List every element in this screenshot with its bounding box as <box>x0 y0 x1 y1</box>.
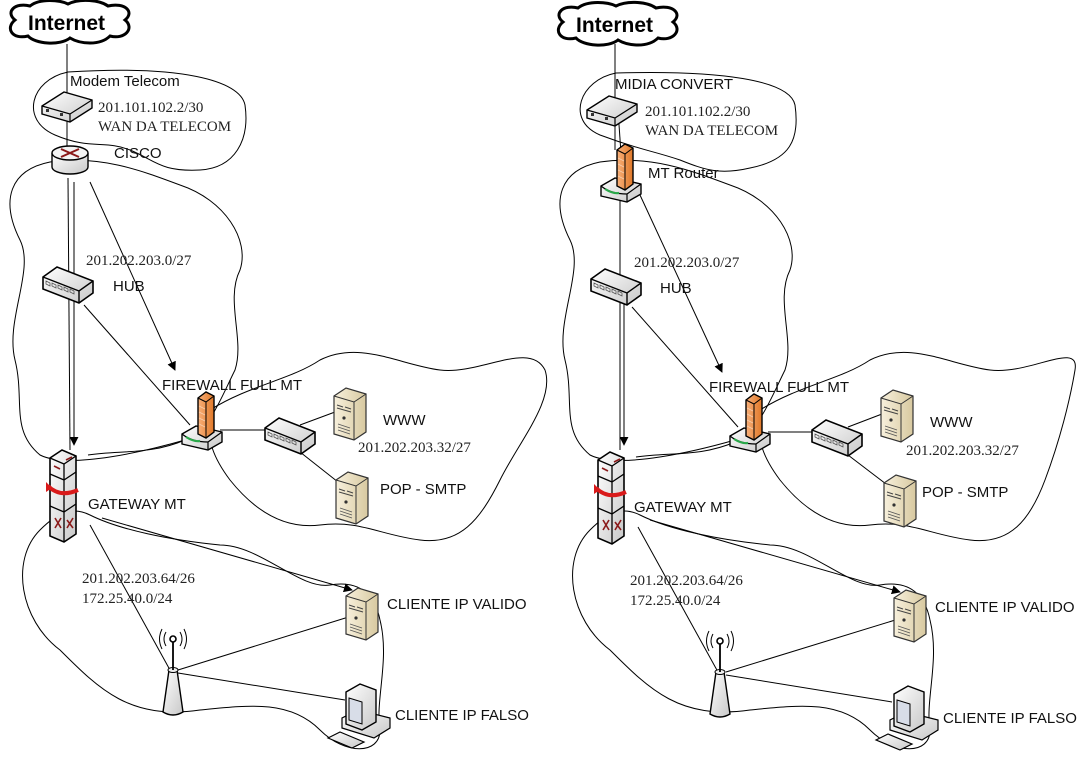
pop-smtp-label: POP - SMTP <box>922 484 1008 501</box>
internet-cloud-icon <box>557 0 679 47</box>
hub-subnet: 201.202.203.0/27 <box>86 253 192 269</box>
www-server-icon <box>880 389 914 443</box>
gateway-subnet-2: 172.25.40.0/24 <box>630 593 721 609</box>
link-gateway-firewall <box>635 441 736 458</box>
www-server-icon <box>333 387 367 441</box>
link-cisco-gateway-a <box>67 177 71 451</box>
dmz-subnet: 201.202.203.32/27 <box>358 440 471 456</box>
gateway-label: GATEWAY MT <box>634 499 732 516</box>
hub-subnet: 201.202.203.0/27 <box>634 255 740 271</box>
link-ap-cliente-valido <box>725 616 906 673</box>
link-router-firewall <box>639 194 723 373</box>
cliente-valido-icon <box>893 589 927 643</box>
modem-ip: 201.101.102.2/30 <box>645 104 750 120</box>
link-ap-cliente-falso <box>725 674 893 703</box>
link-gateway-ap <box>89 524 171 671</box>
internet-cloud-icon <box>9 0 131 45</box>
media-converter-icon <box>586 95 638 127</box>
wireless-ap-icon <box>158 628 188 716</box>
gateway-label: GATEWAY MT <box>88 496 186 513</box>
gateway-subnet-2: 172.25.40.0/24 <box>82 591 173 607</box>
link-gateway-cliente <box>101 517 353 593</box>
wireless-ap-icon <box>705 630 735 718</box>
modem-icon <box>41 91 93 123</box>
modem-desc: WAN DA TELECOM <box>98 119 231 135</box>
link-switch-www <box>847 413 883 428</box>
cliente-falso-icon <box>875 685 939 751</box>
link-gateway-cliente <box>649 519 901 595</box>
hub-label: HUB <box>660 280 692 297</box>
gateway-icon <box>44 448 80 544</box>
zone-dmz <box>758 351 1076 542</box>
gateway-icon <box>592 450 628 546</box>
router-label: CISCO <box>114 145 162 162</box>
diagram-left: Internet Modem Telecom 201.101.102.2/30 … <box>9 0 548 750</box>
pop-smtp-server-icon <box>335 471 369 525</box>
dmz-switch-icon <box>264 417 316 455</box>
link-ap-cliente-falso <box>177 672 346 701</box>
link-cisco-firewall <box>89 181 176 371</box>
link-gateway-firewall <box>87 439 186 456</box>
cliente-valido-label: CLIENTE IP VALIDO <box>935 599 1075 616</box>
firewall-icon <box>180 390 224 452</box>
link-gateway-ap <box>637 526 719 673</box>
gateway-subnet-1: 201.202.203.64/26 <box>630 573 743 589</box>
dmz-subnet: 201.202.203.32/27 <box>906 443 1019 459</box>
gateway-subnet-1: 201.202.203.64/26 <box>82 571 195 587</box>
link-switch-pop <box>847 454 887 485</box>
firewall-icon <box>728 392 772 454</box>
www-label: WWW <box>383 412 426 429</box>
link-switch-www <box>299 411 336 426</box>
cliente-falso-label: CLIENTE IP FALSO <box>943 710 1077 727</box>
www-label: WWW <box>930 414 973 431</box>
firewall-label: FIREWALL FULL MT <box>162 377 302 394</box>
mt-router-icon <box>599 142 643 204</box>
zone-wan <box>579 71 797 172</box>
hub-icon <box>590 268 642 306</box>
zone-wan <box>33 69 247 171</box>
hub-label: HUB <box>113 278 145 295</box>
diagram-right: Internet MIDIA CONVERT 201.101.102.2/30 … <box>557 0 1077 751</box>
pop-smtp-server-icon <box>883 474 917 528</box>
modem-desc: WAN DA TELECOM <box>645 123 778 139</box>
link-hub-firewall <box>631 306 739 428</box>
modem-label: Modem Telecom <box>70 73 180 90</box>
link-hub-firewall <box>83 304 191 426</box>
router-label: MT Router <box>648 165 719 182</box>
zone-dmz <box>208 351 548 542</box>
modem-label: MIDIA CONVERT <box>615 76 733 93</box>
firewall-label: FIREWALL FULL MT <box>709 379 849 396</box>
link-ap-cliente-valido <box>177 614 356 671</box>
internet-label: Internet <box>28 12 105 35</box>
modem-ip: 201.101.102.2/30 <box>98 100 203 116</box>
cisco-router-icon <box>51 145 89 175</box>
cliente-valido-icon <box>345 587 379 641</box>
hub-icon <box>42 266 94 304</box>
internet-label: Internet <box>576 14 653 37</box>
cliente-falso-label: CLIENTE IP FALSO <box>395 707 529 724</box>
link-switch-pop <box>299 451 339 483</box>
dmz-switch-icon <box>811 419 863 457</box>
cliente-valido-label: CLIENTE IP VALIDO <box>387 596 527 613</box>
zone-clients <box>572 510 935 750</box>
pop-smtp-label: POP - SMTP <box>380 481 466 498</box>
